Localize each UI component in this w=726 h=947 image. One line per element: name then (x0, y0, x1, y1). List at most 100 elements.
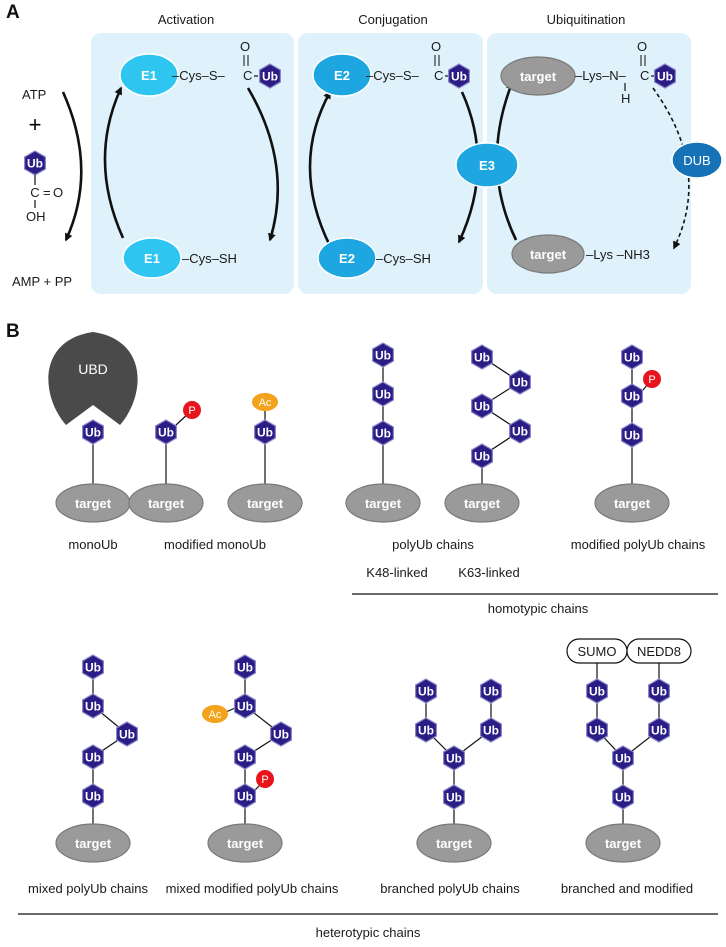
ub-icon: Ub (372, 381, 394, 407)
e1-thioester-label: –Cys–S– (172, 68, 226, 83)
ub-icon: Ub (259, 63, 281, 89)
target-label: target (227, 836, 264, 851)
oxygen-label: O (53, 185, 63, 200)
ub-icon: Ub (443, 745, 465, 771)
target-protein (345, 483, 421, 523)
ub-icon: Ub (620, 422, 644, 448)
e3-ligase (455, 142, 519, 188)
ub-hexagon (620, 383, 644, 409)
ub-icon: Ub (647, 717, 671, 743)
ub-icon: Ub (585, 717, 609, 743)
target-protein (444, 483, 520, 523)
atp-to-amp-arrow (61, 91, 83, 242)
thioester-carbon-label: C (434, 68, 443, 83)
e3-label: E3 (479, 158, 495, 173)
caption-k48-linked: K48-linked (366, 565, 427, 580)
ub-label: Ub (85, 661, 101, 675)
ub-label: Ub (474, 450, 490, 464)
ub-icon: Ub (234, 654, 256, 680)
ub-hexagon (471, 344, 493, 370)
panel-a-label: A (6, 2, 20, 23)
ub-icon: Ub (24, 150, 47, 176)
ub-hexagon (234, 654, 256, 680)
ub-icon: Ub (81, 654, 105, 680)
ub-label: Ub (237, 700, 253, 714)
ub-label: Ub (512, 376, 528, 390)
carbonyl-c-label: C (30, 185, 39, 200)
activation-stage-bg (91, 33, 294, 294)
target-protein (55, 823, 131, 863)
e2-label: E2 (339, 251, 355, 266)
target-label: target (247, 496, 284, 511)
conjugation-cycle-arrow (308, 90, 332, 247)
nedd8-modifier (626, 638, 692, 664)
ub-label: Ub (474, 351, 490, 365)
acetylation-marker (252, 393, 278, 411)
ub-icon: Ub (372, 420, 394, 446)
hydroxyl-label: OH (26, 209, 46, 224)
caption-mixed-modified-polyub: mixed modified polyUb chains (166, 881, 339, 896)
ub-label: Ub (624, 351, 640, 365)
ub-hexagon (415, 678, 437, 704)
acetyl-label: Ac (259, 397, 272, 409)
caption-homotypic-chains: homotypic chains (488, 601, 589, 616)
free-ub-group: Ub (24, 150, 47, 176)
ub-icon: Ub (471, 443, 493, 469)
ub-hexagon (471, 443, 493, 469)
ub-label: Ub (85, 751, 101, 765)
ub-hexagon (448, 63, 470, 89)
phospho-label: P (261, 774, 268, 786)
isopeptide-oxygen-label: O (637, 39, 647, 54)
stage-title-ubiquitination: Ubiquitination (547, 12, 626, 27)
ub-icon: Ub (372, 342, 394, 368)
ubiquitination-stage-bg (487, 33, 691, 294)
ub-label: Ub (237, 661, 253, 675)
ub-icon: Ub (254, 419, 276, 445)
ub-hexagon (653, 63, 677, 89)
ub-icon: Ub (480, 678, 502, 704)
ub-icon: Ub (415, 717, 437, 743)
ub-icon: Ub (585, 678, 609, 704)
e2-label: E2 (334, 68, 350, 83)
ub-icon: Ub (611, 745, 635, 771)
ub-label: Ub (375, 388, 391, 402)
ub-icon: Ub (415, 678, 437, 704)
phosphorylation-marker (643, 370, 661, 388)
ub-hexagon (480, 717, 502, 743)
ub-label: Ub (451, 70, 467, 84)
panel-b-label: B (6, 321, 20, 342)
ub-hexagon (443, 784, 465, 810)
isopeptide-carbon-label: C (640, 68, 649, 83)
e2-cysteine-label: –Cys–SH (376, 251, 431, 266)
target-protein (207, 823, 283, 863)
phospho-label: P (648, 374, 655, 386)
ub-label: Ub (589, 724, 605, 738)
ub-label: Ub (589, 685, 605, 699)
caption-modified-polyub: modified polyUb chains (571, 537, 706, 552)
ub-hexagon (81, 693, 105, 719)
ub-hexagon (611, 784, 635, 810)
target-label: target (365, 496, 402, 511)
thioester-carbon-label: C (243, 68, 252, 83)
ub-hexagon (155, 419, 177, 445)
ub-label: Ub (615, 752, 631, 766)
target-label: target (530, 247, 567, 262)
ub-hexagon (270, 721, 292, 747)
caption-branched-polyub: branched polyUb chains (380, 881, 520, 896)
ub-hexagon (81, 419, 105, 445)
isopeptide-label: –Lys–N– (575, 68, 627, 83)
ub-label: Ub (375, 427, 391, 441)
ub-hexagon (115, 721, 138, 747)
caption-polyub-chains: polyUb chains (392, 537, 474, 552)
ub-label: Ub (158, 426, 174, 440)
target-protein (594, 483, 670, 523)
ub-icon: Ub (611, 784, 635, 810)
lysine-amine-label: –Lys –NH3 (586, 247, 650, 262)
ub-hexagon (443, 745, 465, 771)
ub-icon: Ub (81, 419, 105, 445)
ub-hexagon (234, 693, 256, 719)
thioester-oxygen-label: O (431, 39, 441, 54)
caption-mixed-polyub: mixed polyUb chains (28, 881, 148, 896)
target-ubiquitinated (500, 56, 576, 96)
